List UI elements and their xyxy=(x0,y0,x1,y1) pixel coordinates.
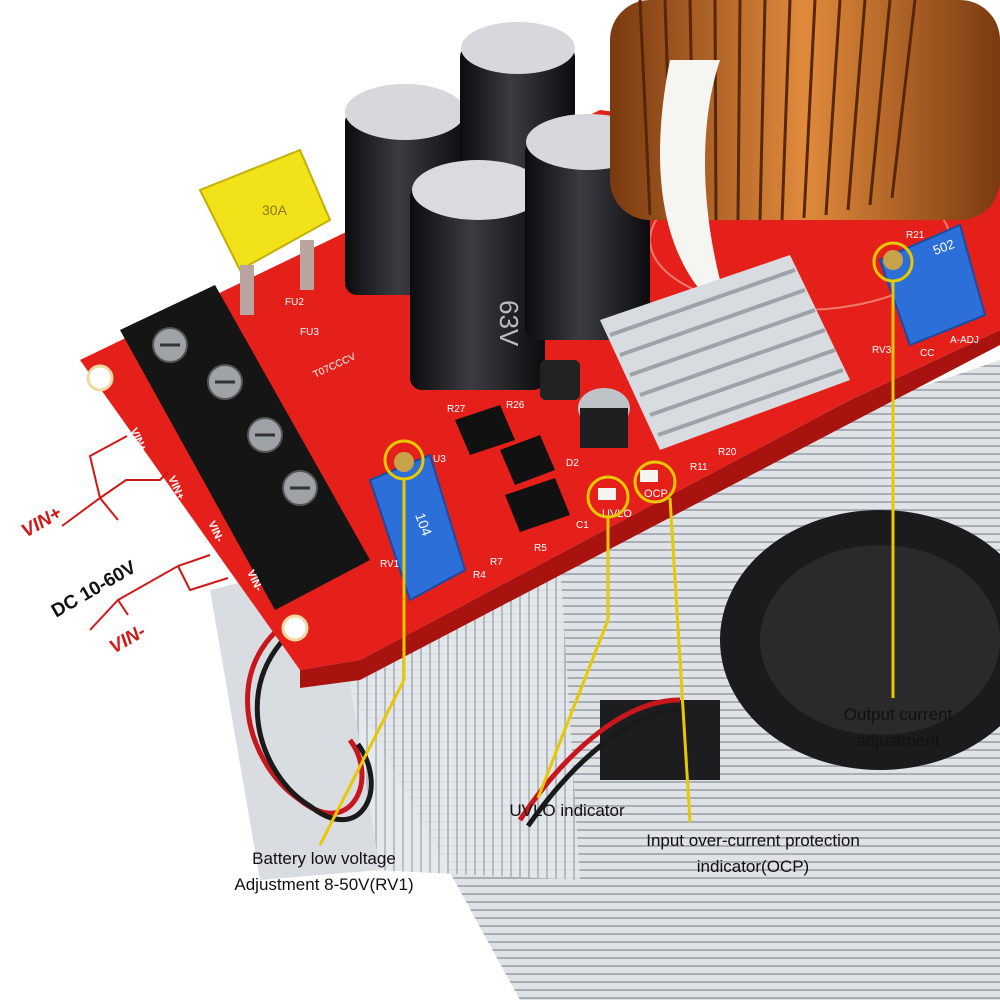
cooling-fan xyxy=(600,510,1000,780)
ocp-line1: Input over-current protection xyxy=(646,831,860,850)
battery-line2: Adjustment 8-50V(RV1) xyxy=(234,875,414,894)
silk-r4: R4 xyxy=(473,570,486,581)
fuse-label: 30A xyxy=(262,202,288,218)
uvlo-callout: UVLO indicator xyxy=(509,801,625,820)
silk-u3: U3 xyxy=(433,454,446,465)
callout-leaders xyxy=(318,241,914,846)
capacitors: 63V xyxy=(345,22,650,390)
silk-r21: R21 xyxy=(906,230,925,241)
pot-code-rv3: 502 xyxy=(931,236,957,258)
output-current-line1: Output current xyxy=(843,705,953,724)
potentiometer-rv1: 104 xyxy=(368,452,467,602)
silk-ocp: OCP xyxy=(644,488,668,500)
led-indicators xyxy=(598,470,658,500)
silk-fu3: FU3 xyxy=(300,327,319,338)
silk-rv1: RV1 xyxy=(380,559,400,570)
fan-wires xyxy=(245,597,691,828)
silk-cc: CC xyxy=(920,348,934,359)
small-heatsink xyxy=(600,255,850,450)
battery-callout: Battery low voltage Adjustment 8-50V(RV1… xyxy=(206,846,442,898)
leader-rv1 xyxy=(318,679,406,846)
toroid-inductor xyxy=(610,0,1000,290)
silk-rv3: RV3 xyxy=(872,345,892,356)
capacitor-label: 63V xyxy=(494,300,524,347)
silk-fu2: FU2 xyxy=(285,297,304,308)
potentiometer-rv3: 502 xyxy=(878,223,987,347)
vin-brackets xyxy=(61,435,229,631)
silk-d2: D2 xyxy=(566,458,579,469)
pot-code-rv1: 104 xyxy=(412,511,435,539)
silk-r11: R11 xyxy=(690,462,708,473)
output-current-line2: adjustment xyxy=(856,731,940,750)
leader-uvlo xyxy=(536,619,610,799)
leader-ocp xyxy=(668,497,692,823)
silk-r7: R7 xyxy=(490,557,503,568)
silk-r5: R5 xyxy=(534,543,547,554)
silk-r20: R20 xyxy=(718,447,737,458)
silk-a-adj: A-ADJ xyxy=(950,335,979,346)
output-current-callout: Output current adjustment xyxy=(818,702,978,754)
ic-chips xyxy=(455,360,630,532)
terminal-block xyxy=(120,285,370,610)
silk-c1: C1 xyxy=(576,520,589,531)
capacitor: 63V xyxy=(410,160,545,390)
silk-r26: R26 xyxy=(506,400,525,411)
silk-r27: R27 xyxy=(447,404,466,415)
battery-line1: Battery low voltage xyxy=(252,849,396,868)
ocp-callout: Input over-current protection indicator(… xyxy=(612,828,894,880)
ocp-line2: indicator(OCP) xyxy=(696,857,810,876)
callout-ring-ocp xyxy=(633,460,677,504)
fuse: 30A xyxy=(198,148,332,315)
